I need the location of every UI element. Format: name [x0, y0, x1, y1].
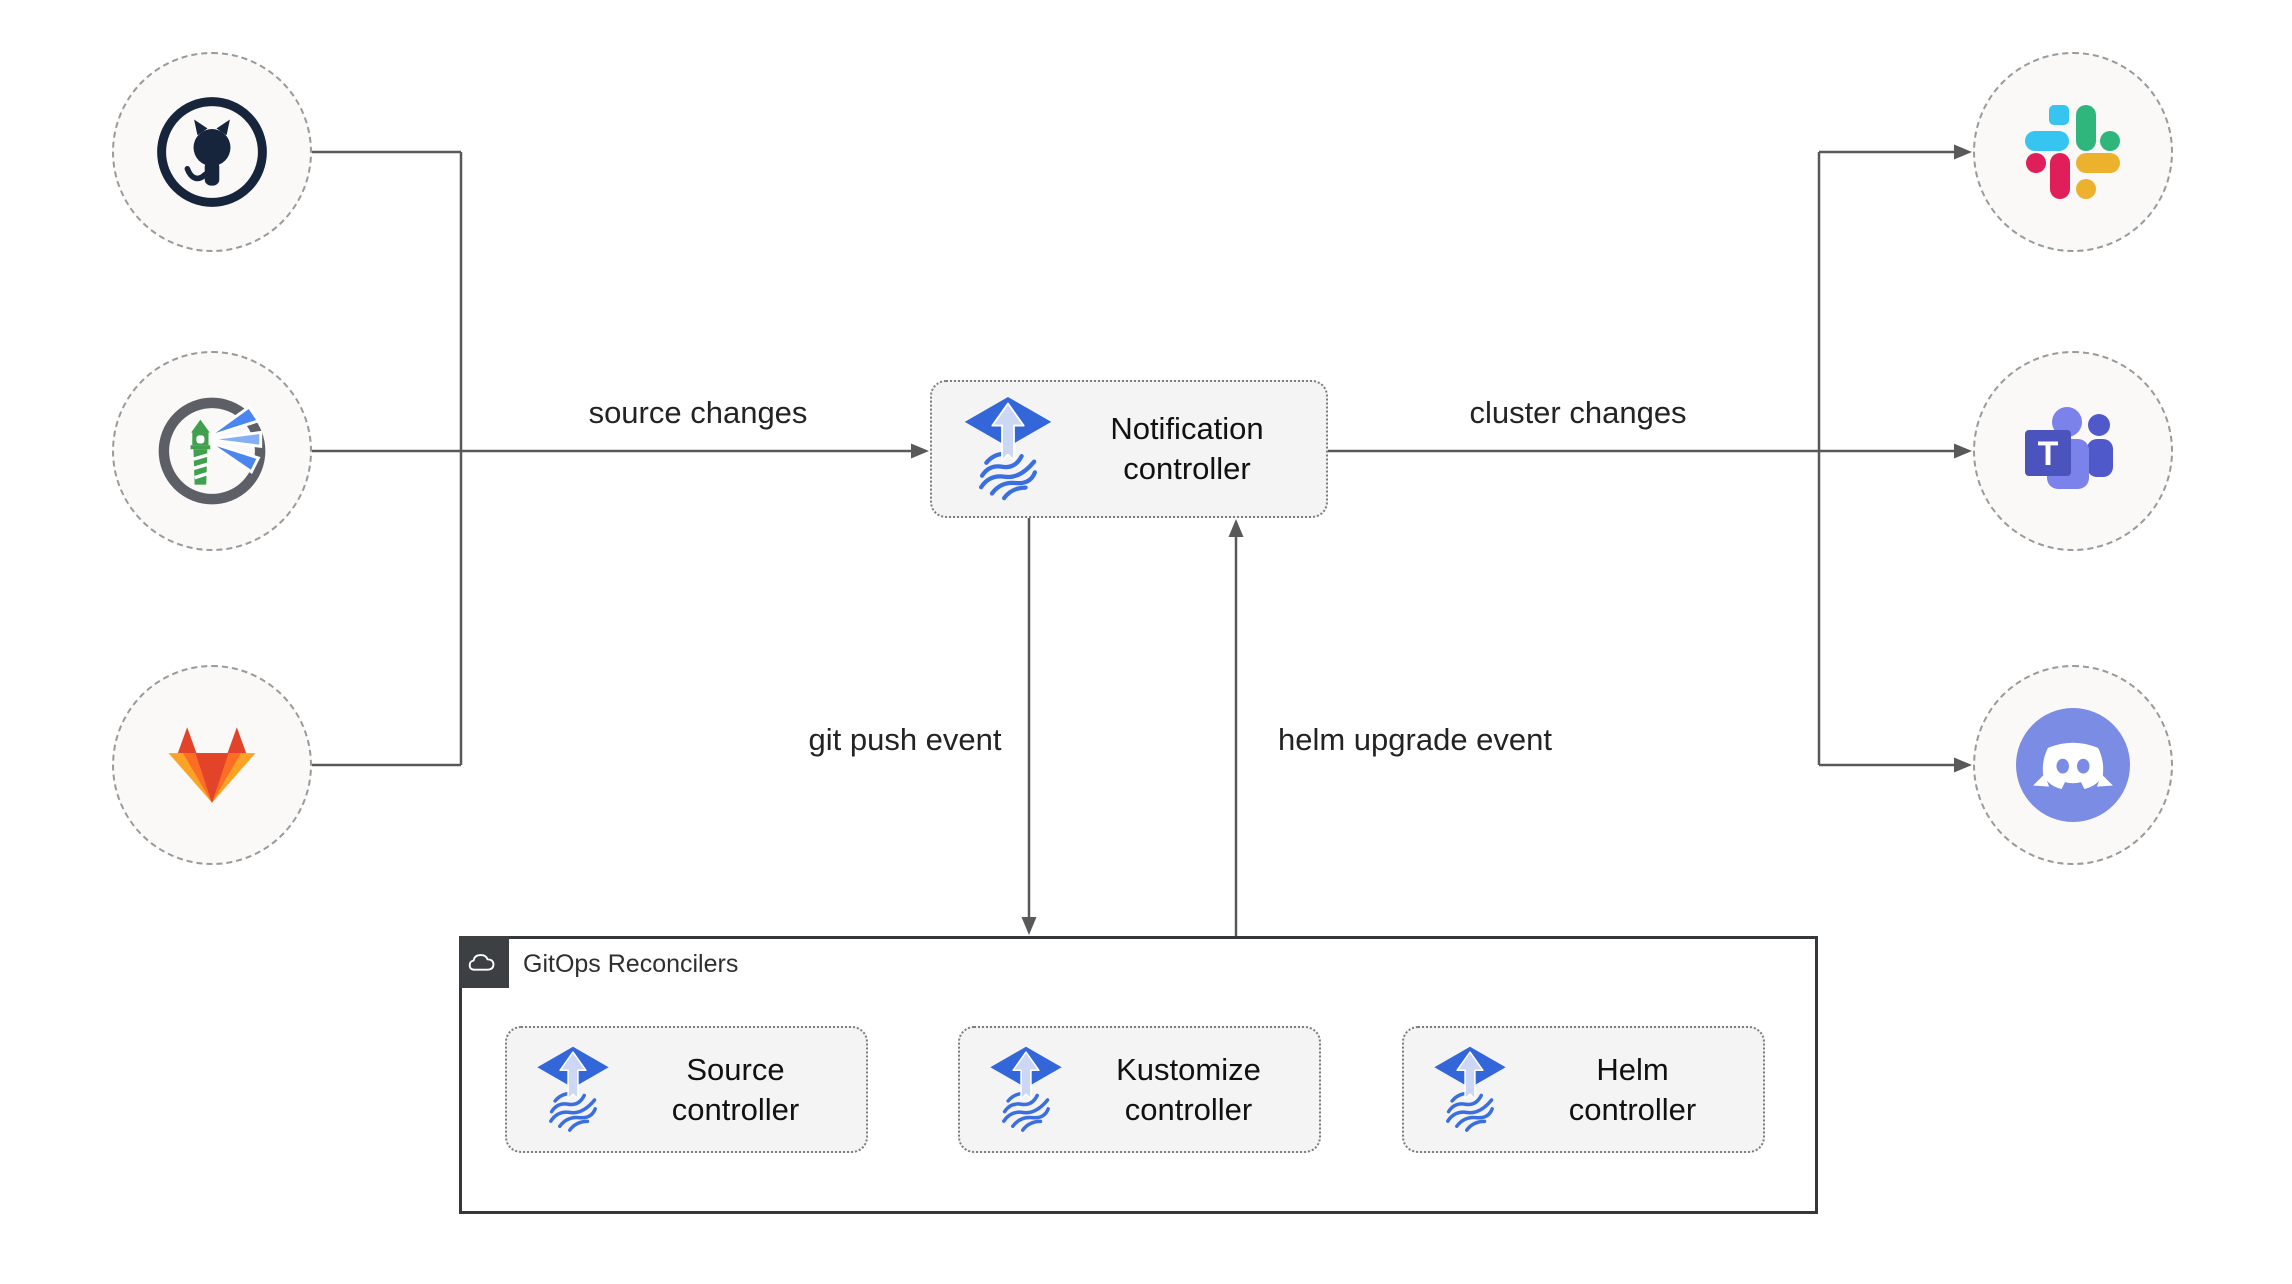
container-title: GitOps Reconcilers	[523, 950, 739, 978]
gitops-reconcilers-container: GitOps Reconcilers Source controller Kus…	[459, 936, 1818, 1214]
notification-controller-node: Notification controller	[930, 380, 1328, 518]
github-icon	[157, 97, 267, 207]
target-node-discord	[1973, 665, 2173, 865]
source-node-gitlab	[112, 665, 312, 865]
kustomize-controller-label: Kustomize controller	[1116, 1051, 1261, 1127]
source-controller-label: Source controller	[671, 1051, 800, 1127]
cloud-icon	[468, 954, 495, 971]
flux-icon	[962, 396, 1054, 503]
notification-controller-label: Notification controller	[1110, 411, 1264, 486]
gitlab-icon	[168, 727, 256, 803]
target-node-slack	[1973, 52, 2173, 252]
harbor-icon	[158, 397, 266, 505]
flux-icon	[535, 1046, 611, 1134]
helm-controller-label: Helm controller	[1568, 1051, 1697, 1127]
container-header-square	[459, 936, 509, 988]
edge-label-source-changes: source changes	[588, 395, 808, 430]
source-controller-node: Source controller	[505, 1026, 868, 1153]
edge-label-git-push-event: git push event	[808, 722, 1002, 757]
source-node-github	[112, 52, 312, 252]
discord-icon	[2016, 708, 2130, 822]
flux-icon	[1432, 1046, 1508, 1134]
teams-icon: T	[2025, 407, 2113, 489]
teams-letter: T	[2038, 435, 2059, 473]
edge-label-helm-upgrade-event: helm upgrade event	[1277, 722, 1553, 757]
source-node-harbor	[112, 351, 312, 551]
flux-icon	[988, 1046, 1064, 1134]
slack-icon	[2025, 105, 2120, 199]
target-node-teams: T	[1973, 351, 2173, 551]
kustomize-controller-node: Kustomize controller	[958, 1026, 1321, 1153]
helm-controller-node: Helm controller	[1402, 1026, 1765, 1153]
edge-label-cluster-changes: cluster changes	[1469, 395, 1687, 430]
